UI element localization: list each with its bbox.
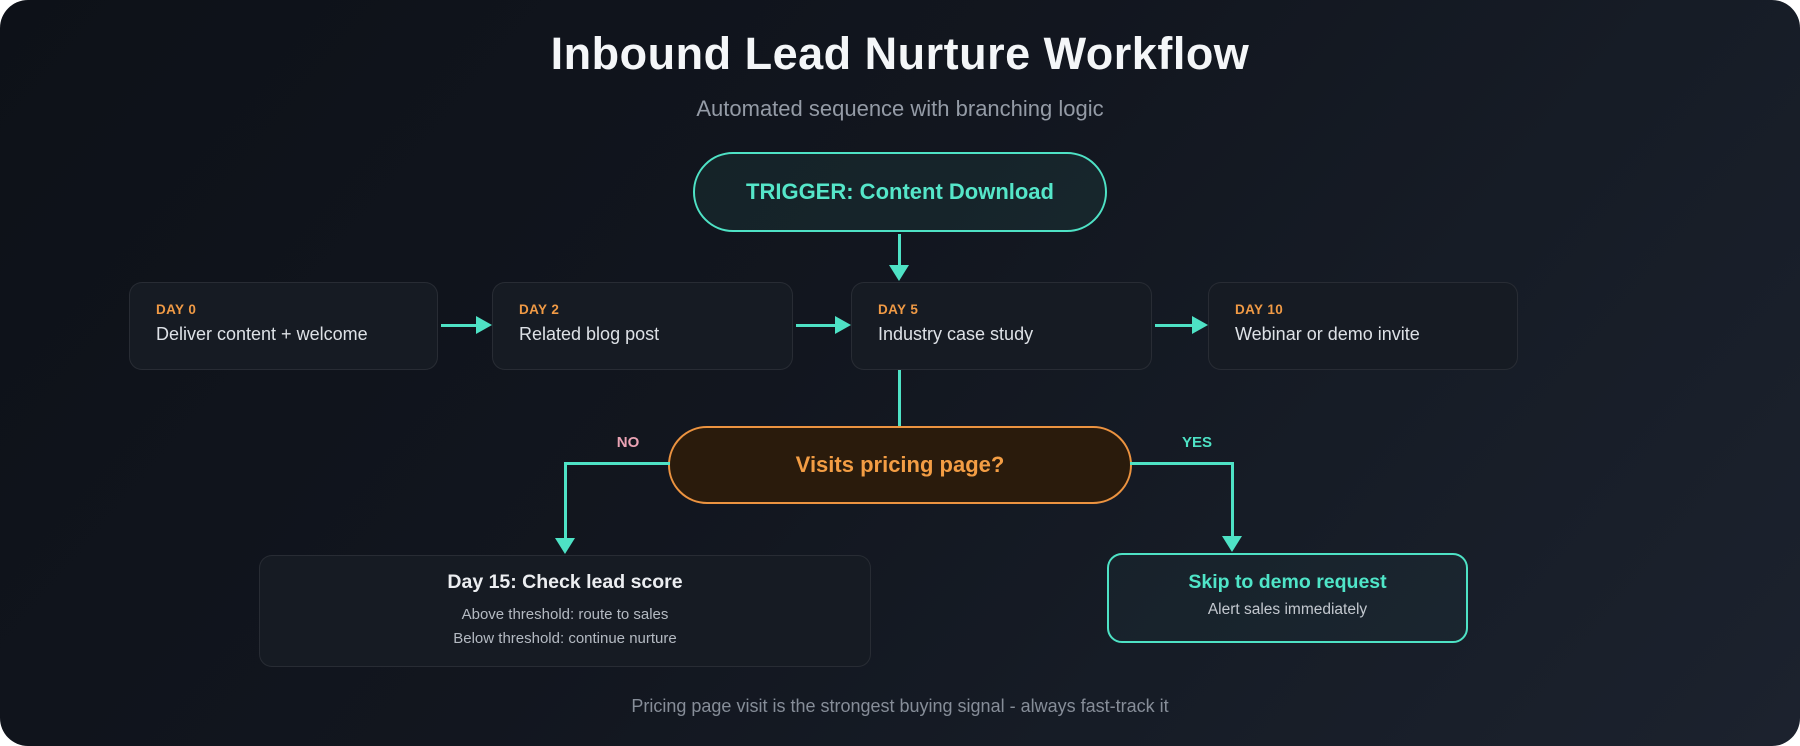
step-day-0-text: Deliver content + welcome <box>156 324 368 344</box>
decision-question: Visits pricing page? <box>795 452 1005 477</box>
connector-trigger-down <box>898 234 901 266</box>
step-day-0-label: DAY 0 <box>156 302 197 317</box>
connector-step1-step2 <box>441 324 477 327</box>
arrow-down-icon <box>1222 536 1242 552</box>
decision-node: Visits pricing page? <box>668 426 1132 504</box>
step-day-2-text: Related blog post <box>519 324 660 344</box>
no-result-line-1: Above threshold: route to sales <box>461 606 669 623</box>
step-day-2: DAY 2 Related blog post <box>492 282 793 370</box>
step-day-5-label: DAY 5 <box>878 302 919 317</box>
arrow-right-icon <box>1192 316 1208 334</box>
arrow-right-icon <box>476 316 492 334</box>
step-day-10-text: Webinar or demo invite <box>1235 324 1420 344</box>
step-day-10: DAY 10 Webinar or demo invite <box>1208 282 1518 370</box>
no-result-node: Day 15: Check lead score Above threshold… <box>259 555 871 667</box>
connector-no-vertical <box>564 462 567 540</box>
connector-step2-step3 <box>796 324 836 327</box>
yes-result-title: Skip to demo request <box>1188 571 1387 593</box>
arrow-down-icon <box>555 538 575 554</box>
step-day-2-label: DAY 2 <box>519 302 560 317</box>
no-result-line-2: Below threshold: continue nurture <box>453 630 677 647</box>
step-day-5-text: Industry case study <box>878 324 1034 344</box>
yes-result-subtitle: Alert sales immediately <box>1207 601 1368 618</box>
step-day-10-label: DAY 10 <box>1235 302 1284 317</box>
trigger-label: TRIGGER: Content Download <box>746 179 1054 204</box>
footer-note: Pricing page visit is the strongest buyi… <box>631 696 1169 716</box>
connector-no-horizontal <box>566 462 670 465</box>
arrow-right-icon <box>835 316 851 334</box>
arrow-down-icon <box>889 265 909 281</box>
page-subtitle: Automated sequence with branching logic <box>696 96 1104 121</box>
connector-yes-vertical <box>1231 462 1234 538</box>
connector-step-decision <box>898 370 901 426</box>
connector-yes-horizontal <box>1130 462 1234 465</box>
step-day-0: DAY 0 Deliver content + welcome <box>129 282 438 370</box>
page-title: Inbound Lead Nurture Workflow <box>550 28 1250 79</box>
yes-branch-label: YES <box>1181 434 1212 451</box>
step-day-5: DAY 5 Industry case study <box>851 282 1152 370</box>
no-branch-label: NO <box>616 434 640 451</box>
trigger-node: TRIGGER: Content Download <box>693 152 1107 232</box>
no-result-title: Day 15: Check lead score <box>447 571 683 593</box>
connector-step3-step4 <box>1155 324 1193 327</box>
yes-result-node: Skip to demo request Alert sales immedia… <box>1107 553 1468 643</box>
